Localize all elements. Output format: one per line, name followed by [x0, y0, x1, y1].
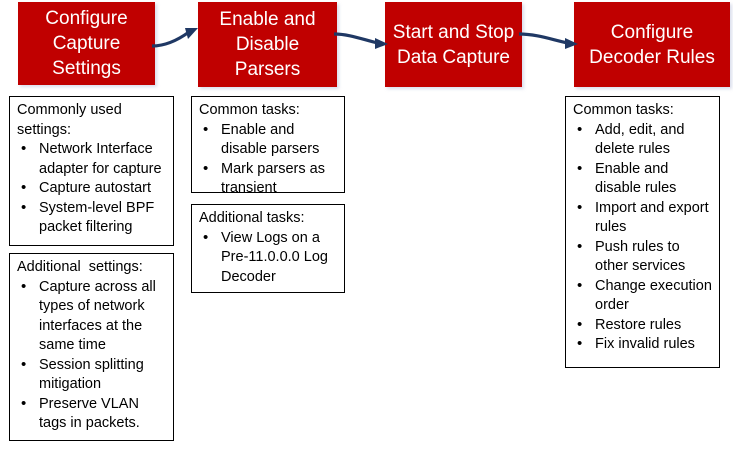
detail-box-title: Common tasks:	[199, 102, 300, 118]
stage-box-enable-and-disable-parsers[interactable]: Enable and Disable Parsers	[198, 2, 337, 87]
arrow-right-icon-stage2-to-stage3	[333, 32, 388, 49]
list-item: Network Interface adapter for capture	[17, 139, 167, 179]
detail-box-parsers-additional: Additional tasks: View Logs on a Pre-11.…	[191, 204, 345, 293]
list-item: Restore rules	[573, 315, 713, 336]
list-item: Push rules to other services	[573, 237, 713, 277]
list-item: Add, edit, and delete rules	[573, 120, 713, 160]
list-item: Preserve VLAN tags in packets.	[17, 394, 167, 434]
detail-box-title: Additional tasks:	[199, 210, 305, 226]
detail-box-parsers-common: Common tasks: Enable and disable parsers…	[191, 96, 345, 196]
list-item: Fix invalid rules	[573, 334, 713, 355]
list-item: Import and export rules	[573, 198, 713, 238]
list-item: View Logs on a Pre-11.0.0.0 Log Decoder	[199, 228, 338, 288]
stage-label: Configure Capture Settings	[45, 8, 128, 79]
stage-label: Configure Decoder Rules	[589, 21, 715, 68]
stage-box-start-and-stop-data-capture[interactable]: Start and Stop Data Capture	[385, 2, 522, 87]
arrow-right-icon-stage3-to-stage4	[518, 32, 578, 49]
detail-box-list: Capture across all types of network inte…	[17, 277, 167, 434]
stage-label: Enable and Disable Parsers	[219, 9, 316, 80]
detail-box-decoder-rules-common: Common tasks: Add, edit, and delete rule…	[565, 96, 720, 368]
list-item: Capture across all types of network inte…	[17, 277, 167, 356]
detail-box-title: Common tasks:	[573, 102, 674, 118]
list-item: System-level BPF packet filtering	[17, 198, 167, 238]
detail-box-list: Enable and disable parsers Mark parsers …	[199, 120, 338, 199]
list-item: Enable and disable parsers	[199, 120, 338, 160]
detail-box-title: Additional settings:	[17, 259, 143, 275]
detail-box-capture-settings-additional: Additional settings: Capture across all …	[9, 253, 174, 441]
list-item: Enable and disable rules	[573, 159, 713, 199]
detail-box-capture-settings-common: Commonly used settings: Network Interfac…	[9, 96, 174, 246]
detail-box-list: View Logs on a Pre-11.0.0.0 Log Decoder	[199, 228, 338, 288]
stage-box-configure-decoder-rules[interactable]: Configure Decoder Rules	[574, 2, 730, 87]
list-item: Capture autostart	[17, 178, 167, 199]
list-item: Session splitting mitigation	[17, 355, 167, 395]
detail-box-list: Network Interface adapter for capture Ca…	[17, 139, 167, 238]
stage-box-configure-capture-settings[interactable]: Configure Capture Settings	[18, 2, 155, 85]
arrow-right-icon-stage1-to-stage2	[151, 28, 198, 48]
detail-box-list: Add, edit, and delete rules Enable and d…	[573, 120, 713, 355]
list-item: Change execution order	[573, 276, 713, 316]
detail-box-title: Commonly used settings:	[17, 102, 126, 138]
stage-label: Start and Stop Data Capture	[392, 21, 515, 68]
list-item: Mark parsers as transient	[199, 159, 338, 199]
